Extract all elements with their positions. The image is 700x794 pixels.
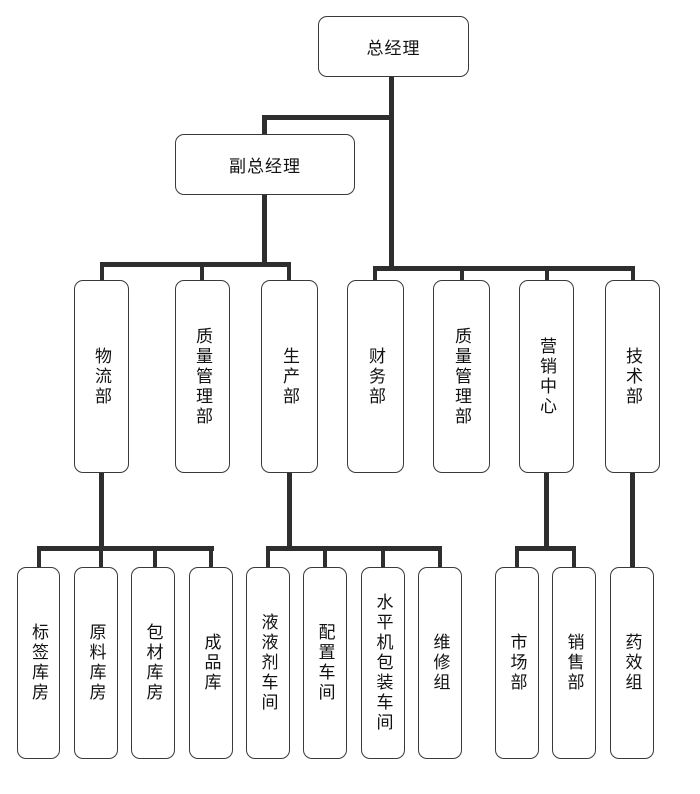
connector-drop-sales (572, 546, 576, 568)
node-raw-material-storehouse: 原料库房 (74, 567, 118, 759)
connector-drop-production (287, 262, 291, 280)
node-label: 销售部 (563, 633, 584, 693)
node-label: 成品库 (200, 633, 221, 693)
connector-drop-quality-a (200, 262, 204, 280)
node-logistics-department: 物流部 (74, 280, 129, 473)
connector-drop-label-store (37, 546, 41, 568)
connector-production-down (287, 472, 292, 550)
node-maintenance-group: 维修组 (418, 567, 462, 759)
connector-drop-maintenance (438, 546, 442, 568)
node-label: 水平机包装车间 (372, 593, 393, 733)
node-label: 技术部 (622, 346, 642, 407)
connector-drop-raw-store (99, 546, 103, 568)
node-general-manager: 总经理 (318, 16, 469, 77)
node-market-department: 市场部 (495, 567, 539, 759)
node-label: 质量管理部 (451, 326, 471, 427)
node-label: 市场部 (506, 633, 527, 693)
node-packaging-storehouse: 包材库房 (131, 567, 175, 759)
node-finished-goods-storehouse: 成品库 (189, 567, 233, 759)
connector-drop-market (515, 546, 519, 568)
node-quality-management-department-a: 质量管理部 (175, 280, 230, 473)
node-label: 原料库房 (85, 623, 106, 703)
node-label: 维修组 (429, 633, 450, 693)
connector-drop-quality-b (460, 266, 464, 280)
node-label: 标签库房 (28, 623, 48, 703)
connector-drop-marketing (545, 266, 549, 280)
node-label: 质量管理部 (192, 326, 212, 427)
node-label: 财务部 (365, 346, 385, 407)
connector-drop-pack-store (153, 546, 157, 568)
connector-drop-liquid-workshop (266, 546, 270, 568)
node-deputy-general-manager: 副总经理 (175, 134, 355, 195)
node-label-storehouse: 标签库房 (17, 567, 60, 759)
node-label: 药效组 (621, 633, 642, 693)
node-configuration-workshop: 配置车间 (303, 567, 347, 759)
connector-deputy-stub (262, 115, 267, 135)
node-sales-department: 销售部 (552, 567, 596, 759)
node-production-department: 生产部 (261, 280, 318, 473)
connector-drop-tech (631, 266, 635, 280)
node-label: 生产部 (279, 346, 299, 407)
connector-drop-finance (373, 266, 377, 280)
connector-marketing-bus (515, 546, 576, 551)
node-finance-department: 财务部 (347, 280, 404, 473)
connector-tech-down (630, 472, 635, 568)
node-liquid-preparation-workshop: 液液剂车间 (246, 567, 290, 759)
node-label: 副总经理 (229, 157, 301, 177)
node-label: 液液剂车间 (257, 613, 278, 713)
node-label: 包材库房 (142, 623, 163, 703)
connector-logistics-down (99, 472, 104, 550)
connector-drop-config-workshop (323, 546, 327, 568)
connector-logistics-bus (37, 546, 214, 551)
node-quality-management-department-b: 质量管理部 (433, 280, 490, 473)
connector-production-bus (266, 546, 442, 551)
node-horizontal-packing-workshop: 水平机包装车间 (361, 567, 405, 759)
connector-drop-packing-workshop (381, 546, 385, 568)
connector-root-to-deputy (262, 115, 394, 120)
node-label: 配置车间 (314, 623, 335, 703)
connector-marketing-down (544, 472, 549, 550)
node-efficacy-group: 药效组 (610, 567, 654, 759)
connector-drop-logistics (100, 262, 104, 280)
connector-right-bus (373, 266, 635, 271)
connector-root-down (389, 76, 394, 268)
node-label: 物流部 (91, 346, 111, 407)
connector-left-bus (100, 262, 290, 267)
node-label: 总经理 (366, 39, 421, 59)
connector-deputy-down (262, 194, 267, 264)
node-technology-department: 技术部 (605, 280, 660, 473)
node-label: 营销中心 (536, 336, 556, 417)
node-marketing-center: 营销中心 (519, 280, 574, 473)
connector-drop-finished-store (209, 546, 213, 568)
